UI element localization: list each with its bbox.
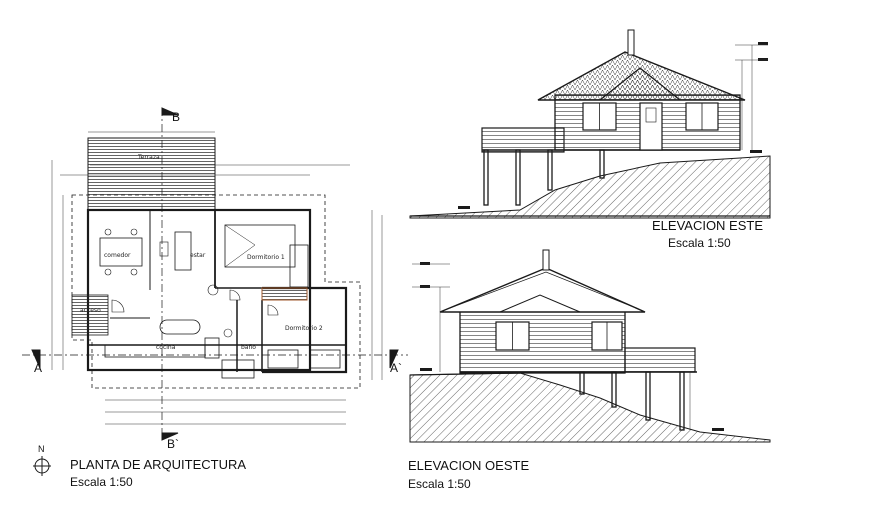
room-label-acceso: acceso	[80, 307, 101, 314]
section-lines	[22, 107, 408, 441]
section-a-left-label: A	[34, 361, 43, 375]
east-elevation	[409, 29, 771, 219]
room-label-dormitorio-1: Dormitorio 1	[247, 254, 285, 261]
plan-dimensions	[51, 131, 383, 425]
west-terrain	[409, 372, 771, 443]
north-label: N	[38, 444, 45, 454]
plan-scale: Escala 1:50	[70, 475, 133, 489]
east-elevation-title: ELEVACION ESTE	[652, 218, 764, 233]
section-b-bottom-label: B`	[167, 437, 179, 451]
section-b-top-label: B	[172, 110, 181, 124]
west-elevation-scale: Escala 1:50	[408, 477, 471, 491]
room-label-terraza: Terraza	[138, 154, 160, 161]
room-label-cocina: cocina	[156, 344, 176, 351]
roof-outline	[71, 194, 361, 389]
terrace-deck	[87, 137, 216, 211]
floor-plan	[71, 137, 361, 389]
exterior-walls	[86, 208, 312, 372]
section-a-right-label: A`	[390, 361, 402, 375]
north-arrow-icon	[33, 456, 51, 476]
west-elevation-title: ELEVACION OESTE	[408, 458, 530, 473]
room-label-estar: estar	[190, 252, 206, 259]
west-elevation	[409, 249, 771, 443]
room-label-bano: baño	[241, 344, 256, 351]
room-label-dormitorio-2: Dormitorio 2	[285, 325, 323, 332]
east-elevation-scale: Escala 1:50	[668, 236, 731, 250]
east-terrain	[409, 155, 771, 219]
room-label-comedor: comedor	[104, 252, 131, 259]
plan-title: PLANTA DE ARQUITECTURA	[70, 457, 247, 472]
